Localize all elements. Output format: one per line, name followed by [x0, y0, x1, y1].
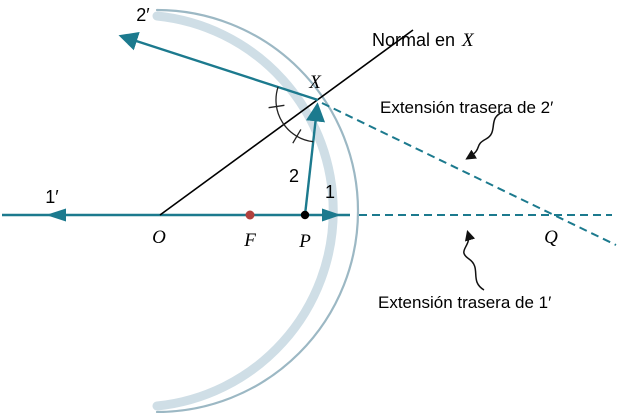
- point-O-label: O: [152, 227, 166, 248]
- angle-tick-reflected-icon: [268, 104, 285, 109]
- focal-point-F-dot: [245, 210, 255, 220]
- extension-2-label: Extensión trasera de 2′: [380, 98, 553, 117]
- point-P-label: P: [298, 231, 311, 252]
- normal-line: [159, 29, 414, 216]
- ray-1-prime-label: 1′: [45, 187, 59, 207]
- ray-2-prime-line: [118, 32, 319, 102]
- point-F-label: F: [243, 230, 256, 251]
- point-Q-label: Q: [544, 227, 558, 248]
- point-P-dot: [300, 210, 310, 220]
- normal-label-point: X: [461, 30, 475, 51]
- ray-1-prime-arrowhead-icon: [46, 208, 66, 222]
- extension-1-label: Extensión trasera de 1′: [378, 293, 551, 312]
- extension-of-ray-2-prime-dashed-line: [321, 102, 617, 246]
- squiggle-arrow-to-extension-2-icon: [465, 111, 504, 160]
- angle-arc: [275, 86, 314, 143]
- convex-mirror-surface: [152, 11, 338, 411]
- ray-2-prime-label: 2′: [136, 5, 150, 25]
- normal-label-prefix: Normal en: [372, 30, 455, 50]
- ray-1-label: 1: [325, 182, 335, 202]
- ray-1-arrowhead-icon: [322, 208, 341, 222]
- angle-tick-incident-icon: [292, 129, 302, 144]
- squiggle-arrow-to-extension-1-icon: [463, 229, 485, 291]
- ray-2-label: 2: [289, 166, 299, 186]
- ray-2-line: [303, 102, 326, 216]
- point-X-label: X: [308, 72, 322, 93]
- normal-label: Normal en X: [372, 30, 475, 51]
- mirror-back-edge: [155, 8, 360, 413]
